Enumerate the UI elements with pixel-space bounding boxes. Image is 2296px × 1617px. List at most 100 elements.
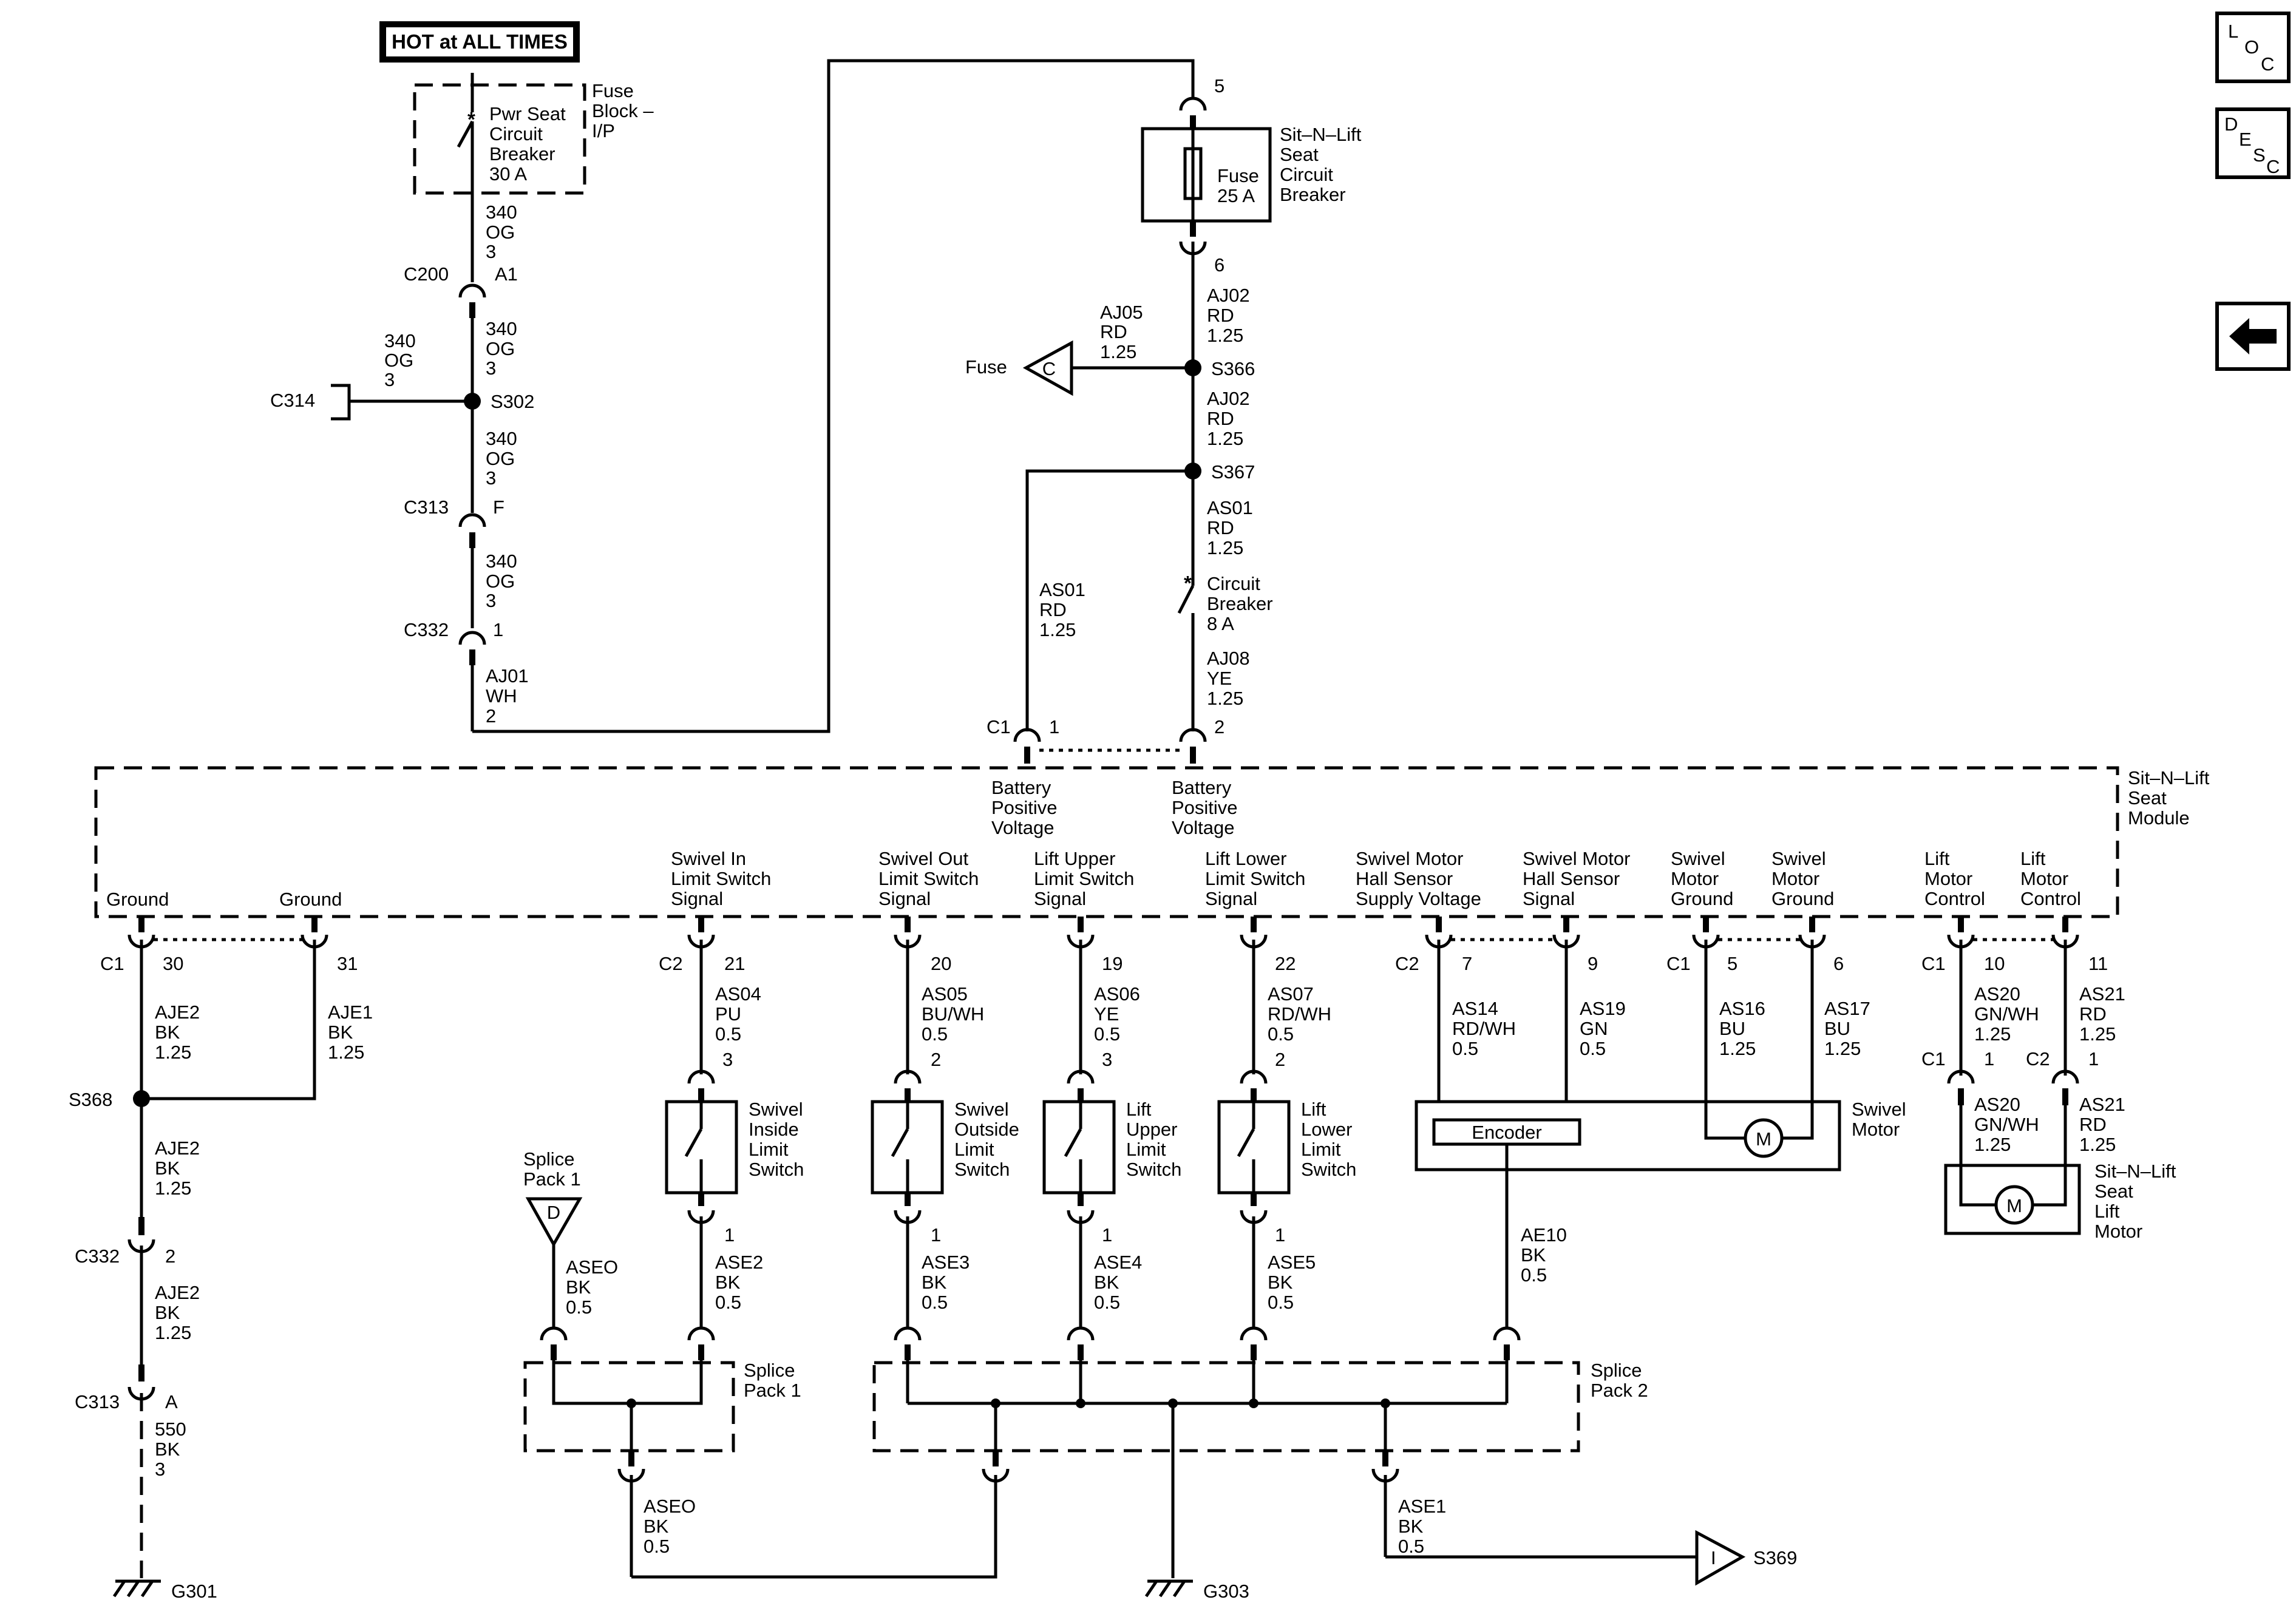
svg-text:C2: C2 bbox=[659, 953, 683, 974]
svg-text:AJ08: AJ08 bbox=[1207, 648, 1250, 669]
svg-text:RD/WH: RD/WH bbox=[1452, 1018, 1516, 1039]
svg-text:1: 1 bbox=[2088, 1048, 2099, 1070]
svg-text:Limit: Limit bbox=[749, 1139, 789, 1160]
svg-text:AS07: AS07 bbox=[1268, 983, 1314, 1005]
svg-text:0.5: 0.5 bbox=[922, 1023, 948, 1045]
svg-text:Pack 1: Pack 1 bbox=[744, 1380, 801, 1401]
svg-text:AS06: AS06 bbox=[1094, 983, 1140, 1005]
svg-text:Motor: Motor bbox=[1671, 868, 1719, 889]
svg-text:Lift: Lift bbox=[1126, 1099, 1152, 1120]
svg-text:HOT at ALL TIMES: HOT at ALL TIMES bbox=[392, 30, 568, 53]
svg-text:1: 1 bbox=[931, 1224, 941, 1246]
svg-text:AS16: AS16 bbox=[1719, 998, 1765, 1019]
svg-text:Voltage: Voltage bbox=[991, 817, 1054, 838]
svg-text:Hall Sensor: Hall Sensor bbox=[1523, 868, 1620, 889]
svg-text:Module: Module bbox=[2128, 807, 2190, 829]
svg-text:Ground: Ground bbox=[106, 889, 169, 910]
description-button[interactable]: D E S C bbox=[2215, 107, 2291, 179]
svg-text:AJ01: AJ01 bbox=[486, 665, 529, 686]
svg-text:BK: BK bbox=[1268, 1272, 1293, 1293]
svg-text:340: 340 bbox=[384, 330, 416, 351]
svg-text:D: D bbox=[547, 1202, 560, 1223]
svg-text:F: F bbox=[493, 497, 504, 518]
svg-text:G301: G301 bbox=[171, 1581, 217, 1602]
fuse-reference-triangle bbox=[1022, 340, 1073, 396]
svg-text:Swivel: Swivel bbox=[749, 1099, 803, 1120]
svg-text:1.25: 1.25 bbox=[155, 1042, 191, 1063]
svg-text:AJE2: AJE2 bbox=[155, 1137, 200, 1159]
svg-text:1.25: 1.25 bbox=[2079, 1023, 2116, 1045]
svg-text:RD: RD bbox=[1100, 321, 1127, 342]
svg-text:Circuit: Circuit bbox=[1280, 164, 1333, 185]
svg-text:Lift: Lift bbox=[2020, 848, 2046, 869]
svg-text:RD: RD bbox=[1039, 599, 1067, 620]
svg-text:0.5: 0.5 bbox=[566, 1297, 592, 1318]
svg-text:1: 1 bbox=[1049, 716, 1059, 737]
svg-text:7: 7 bbox=[1462, 953, 1472, 974]
svg-text:Seat: Seat bbox=[2094, 1181, 2133, 1202]
svg-text:21: 21 bbox=[724, 953, 745, 974]
svg-text:1.25: 1.25 bbox=[1207, 325, 1243, 346]
svg-text:AS04: AS04 bbox=[715, 983, 761, 1005]
svg-text:Limit: Limit bbox=[1301, 1139, 1341, 1160]
svg-text:Splice: Splice bbox=[523, 1148, 574, 1170]
sit-n-lift-seat-lift-motor: C1 10 11 AS20 GN/WH 1.25 AS21 RD 1.25 C1… bbox=[1921, 940, 2176, 1242]
svg-text:Lower: Lower bbox=[1301, 1119, 1352, 1140]
svg-text:AE10: AE10 bbox=[1521, 1224, 1567, 1246]
swivel-motor: C2 7 9 C1 5 6 AS14 RD/WH 0.5 AS19 GN 0.5… bbox=[1395, 940, 1906, 1360]
svg-text:Limit Switch: Limit Switch bbox=[1034, 868, 1134, 889]
right-feed-circuit: 5 Fuse 25 A Sit–N–Lift Seat Circuit Brea… bbox=[965, 75, 1362, 764]
svg-text:5: 5 bbox=[1214, 75, 1224, 97]
location-button[interactable]: L O C bbox=[2215, 12, 2291, 83]
back-arrow-button[interactable] bbox=[2215, 302, 2291, 371]
svg-text:Breaker: Breaker bbox=[1207, 593, 1273, 614]
svg-text:5: 5 bbox=[1727, 953, 1737, 974]
svg-text:C: C bbox=[2266, 156, 2280, 177]
svg-text:Pack 2: Pack 2 bbox=[1591, 1380, 1648, 1401]
svg-text:OG: OG bbox=[486, 448, 515, 469]
svg-text:Seat: Seat bbox=[2128, 787, 2167, 808]
svg-text:Fuse: Fuse bbox=[1217, 165, 1259, 186]
svg-text:AS01: AS01 bbox=[1207, 497, 1253, 518]
svg-text:Signal: Signal bbox=[1034, 888, 1086, 909]
svg-text:Limit Switch: Limit Switch bbox=[1205, 868, 1305, 889]
svg-text:Ground: Ground bbox=[1671, 888, 1733, 909]
svg-text:C332: C332 bbox=[404, 619, 449, 640]
svg-text:C1: C1 bbox=[100, 953, 124, 974]
svg-text:25 A: 25 A bbox=[1217, 185, 1255, 206]
svg-text:BK: BK bbox=[1094, 1272, 1119, 1293]
svg-text:1.25: 1.25 bbox=[1039, 619, 1076, 640]
svg-text:1.25: 1.25 bbox=[1974, 1023, 2011, 1045]
svg-text:Battery: Battery bbox=[991, 777, 1051, 798]
svg-text:BK: BK bbox=[644, 1516, 669, 1537]
svg-text:Motor: Motor bbox=[1771, 868, 1819, 889]
svg-text:C200: C200 bbox=[404, 263, 449, 285]
svg-text:Sit–N–Lift: Sit–N–Lift bbox=[1280, 124, 1362, 145]
svg-text:340: 340 bbox=[486, 551, 517, 572]
svg-text:ASE4: ASE4 bbox=[1094, 1252, 1142, 1273]
svg-text:0.5: 0.5 bbox=[1452, 1038, 1478, 1059]
svg-text:C313: C313 bbox=[75, 1391, 120, 1412]
svg-text:I: I bbox=[1711, 1547, 1716, 1568]
svg-text:OG: OG bbox=[486, 222, 515, 243]
svg-text:8 A: 8 A bbox=[1207, 613, 1234, 634]
svg-text:Positive: Positive bbox=[1172, 797, 1238, 818]
svg-text:1.25: 1.25 bbox=[1974, 1134, 2011, 1155]
sit-n-lift-circuit-breaker bbox=[1141, 127, 1272, 223]
svg-text:2: 2 bbox=[165, 1246, 175, 1267]
svg-text:1: 1 bbox=[493, 619, 503, 640]
svg-text:3: 3 bbox=[155, 1459, 165, 1480]
arrow-left-icon bbox=[2229, 318, 2277, 354]
fuse-block-label-2: I/P bbox=[592, 120, 615, 141]
svg-text:RD: RD bbox=[2079, 1003, 2107, 1025]
svg-text:OG: OG bbox=[384, 350, 413, 371]
svg-text:Splice: Splice bbox=[1591, 1360, 1642, 1381]
svg-text:E: E bbox=[2239, 129, 2252, 150]
svg-text:AS14: AS14 bbox=[1452, 998, 1498, 1019]
svg-text:YE: YE bbox=[1207, 668, 1232, 689]
svg-text:Signal: Signal bbox=[1523, 888, 1575, 909]
svg-text:19: 19 bbox=[1102, 953, 1123, 974]
left-feed-circuit: 340 OG 3 C200 A1 340 OG 3 S302 C314 340 … bbox=[270, 59, 1195, 733]
lift-lower-limit-switch: 22 AS07 RD/WH 0.5 2 Lift Lower Limit Swi… bbox=[1217, 940, 1356, 1360]
